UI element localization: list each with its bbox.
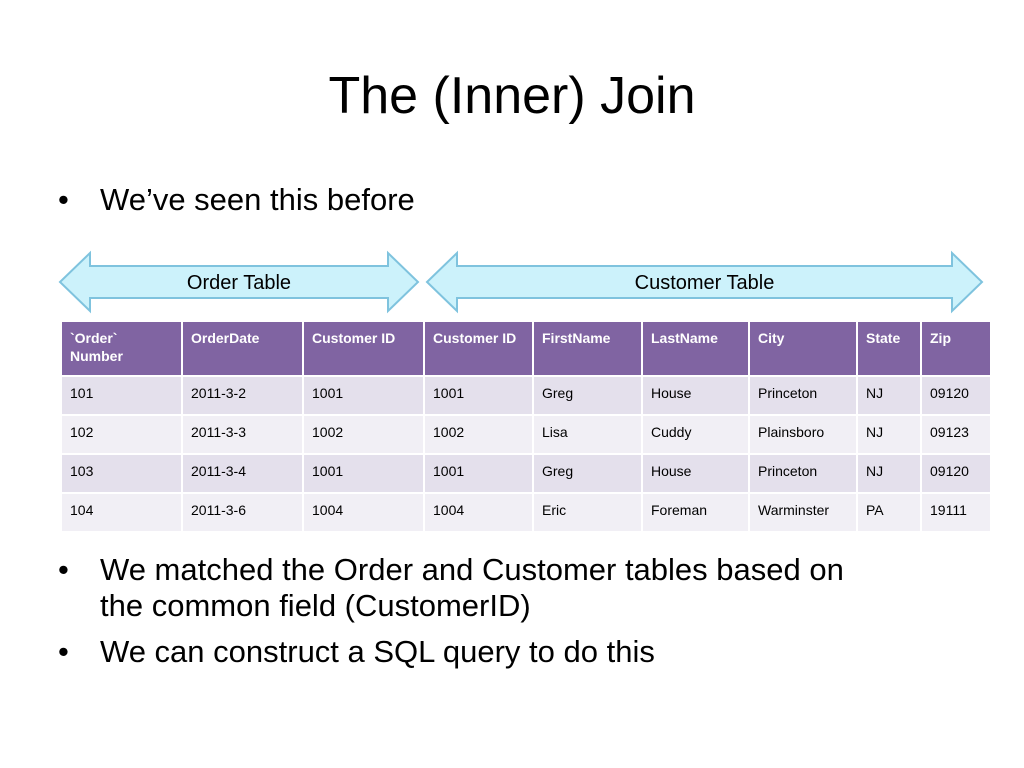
bullet-dot: •: [58, 182, 69, 217]
table-cell: 1001: [423, 453, 534, 494]
table-cell: NJ: [856, 414, 922, 455]
table-cell: 2011-3-4: [181, 453, 304, 494]
table-row: 103 2011-3-4 1001 1001 Greg House Prince…: [60, 453, 992, 494]
table-cell: 09120: [920, 375, 992, 416]
column-header: Customer ID: [302, 320, 425, 377]
bullet-text: We can construct a SQL query to do this: [100, 634, 655, 669]
table-cell: 2011-3-6: [181, 492, 304, 533]
table-row: 102 2011-3-3 1002 1002 Lisa Cuddy Plains…: [60, 414, 992, 455]
customer-table-label: Customer Table: [634, 272, 775, 294]
table-cell: NJ: [856, 375, 922, 416]
table-row: 104 2011-3-6 1004 1004 Eric Foreman Warm…: [60, 492, 992, 533]
table-cell: House: [641, 453, 750, 494]
column-header: State: [856, 320, 922, 377]
table-cell: 1004: [423, 492, 534, 533]
table-cell: 2011-3-3: [181, 414, 304, 455]
table-cell: Princeton: [748, 453, 858, 494]
table-cell: 1004: [302, 492, 425, 533]
table-cell: 1001: [302, 453, 425, 494]
table-cell: House: [641, 375, 750, 416]
table-cell: Eric: [532, 492, 643, 533]
table-cell: 1002: [423, 414, 534, 455]
joined-table: `Order` Number OrderDate Customer ID Cus…: [60, 320, 992, 533]
column-header: Customer ID: [423, 320, 534, 377]
table-cell: 1001: [423, 375, 534, 416]
table-cell: PA: [856, 492, 922, 533]
bullet-dot: •: [58, 552, 69, 587]
bullet-line: the common field (CustomerID): [100, 588, 531, 623]
table-cell: Warminster: [748, 492, 858, 533]
table-cell: 1002: [302, 414, 425, 455]
column-header: FirstName: [532, 320, 643, 377]
table-cell: Plainsboro: [748, 414, 858, 455]
bullet-text: We matched the Order and Customer tables…: [100, 552, 958, 624]
order-table-label: Order Table: [186, 272, 292, 294]
table-cell: 2011-3-2: [181, 375, 304, 416]
table-header-row: `Order` Number OrderDate Customer ID Cus…: [60, 320, 992, 377]
bullet-text: We’ve seen this before: [100, 182, 415, 217]
table-cell: Greg: [532, 453, 643, 494]
table-span-arrows: [58, 250, 984, 314]
table-cell: 102: [60, 414, 183, 455]
bullet-item: • We can construct a SQL query to do thi…: [58, 634, 958, 670]
table-row: 101 2011-3-2 1001 1001 Greg House Prince…: [60, 375, 992, 416]
column-header: `Order` Number: [60, 320, 183, 377]
column-header: Zip: [920, 320, 992, 377]
table-cell: 09120: [920, 453, 992, 494]
table-cell: 103: [60, 453, 183, 494]
bullet-dot: •: [58, 634, 69, 669]
table-cell: 1001: [302, 375, 425, 416]
table-cell: NJ: [856, 453, 922, 494]
table-cell: Cuddy: [641, 414, 750, 455]
column-header: City: [748, 320, 858, 377]
customer-table-arrow: [425, 250, 984, 314]
table-cell: Greg: [532, 375, 643, 416]
table-cell: 09123: [920, 414, 992, 455]
column-header: OrderDate: [181, 320, 304, 377]
order-table-arrow: [58, 250, 420, 314]
table-cell: Lisa: [532, 414, 643, 455]
bullet-item: • We’ve seen this before: [58, 182, 958, 218]
table-cell: 104: [60, 492, 183, 533]
column-header: LastName: [641, 320, 750, 377]
table-cell: Foreman: [641, 492, 750, 533]
bullet-line: We matched the Order and Customer tables…: [100, 552, 844, 587]
table-cell: 101: [60, 375, 183, 416]
bullet-item: • We matched the Order and Customer tabl…: [58, 552, 958, 624]
table-cell: Princeton: [748, 375, 858, 416]
slide-title: The (Inner) Join: [328, 67, 696, 125]
table-cell: 19111: [920, 492, 992, 533]
